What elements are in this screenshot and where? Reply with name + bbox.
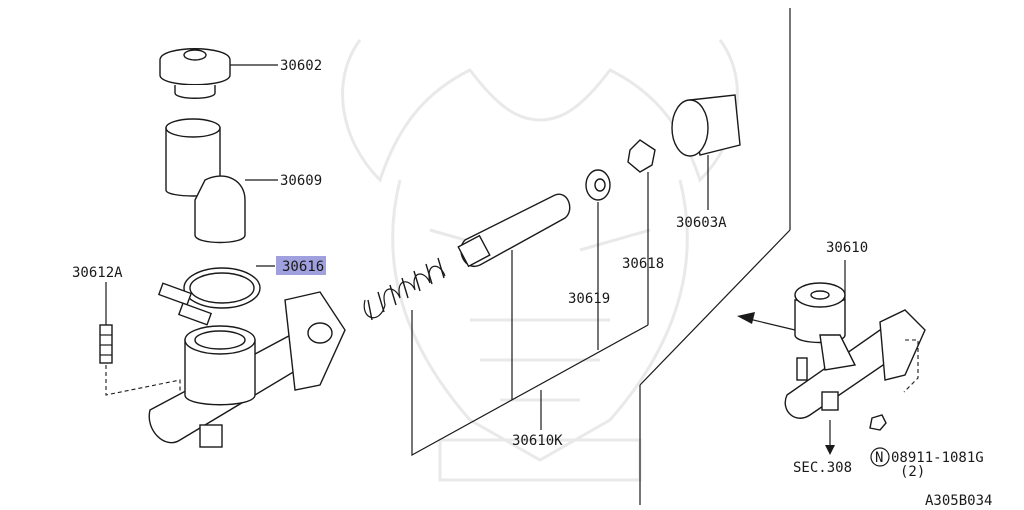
label-30618[interactable]: 30618 (622, 256, 664, 272)
label-30610K[interactable]: 30610K (512, 433, 563, 449)
part-30612A-bleeder[interactable] (99, 324, 113, 364)
label-30610[interactable]: 30610 (826, 240, 868, 256)
part-30602-cap[interactable] (159, 48, 231, 99)
label-sec308[interactable]: SEC.308 (793, 460, 852, 476)
direction-arrowhead (737, 312, 755, 324)
part-piston[interactable] (457, 193, 571, 268)
part-30618-snap-ring[interactable] (627, 139, 656, 173)
label-30602[interactable]: 30602 (280, 58, 322, 74)
part-30616-ring[interactable] (183, 267, 261, 309)
part-master-cylinder-body[interactable] (148, 291, 346, 448)
part-30610-assembly[interactable] (784, 282, 926, 419)
part-30619-cup-seal[interactable] (585, 169, 611, 201)
sec308-arrowhead (825, 445, 835, 455)
leader-30610-dashed (903, 339, 919, 393)
part-08911-nut[interactable] (869, 414, 887, 431)
divider-diagonal-line (639, 229, 791, 386)
part-30609-reservoir[interactable] (165, 118, 246, 244)
part-return-spring[interactable] (363, 257, 446, 321)
part-mount-bolts[interactable] (157, 282, 213, 326)
label-30609[interactable]: 30609 (280, 173, 322, 189)
label-30619[interactable]: 30619 (568, 291, 610, 307)
label-08911-1081G[interactable]: 08911-1081G (891, 450, 984, 466)
part-30603A-boot[interactable] (671, 94, 741, 157)
figure-code: A305B034 (925, 493, 992, 509)
label-08911-qty: (2) (900, 464, 925, 480)
label-30603A[interactable]: 30603A (676, 215, 727, 231)
direction-arrow-line (744, 317, 796, 331)
highlight-30616 (276, 256, 326, 275)
leader-30612A-dashed (105, 365, 181, 396)
label-30616[interactable]: 30616 (282, 259, 324, 275)
leader-30610K-bracket (411, 310, 649, 457)
nut-symbol-letter: N (875, 450, 883, 466)
nut-symbol-circle (870, 447, 890, 467)
label-30612A[interactable]: 30612A (72, 265, 123, 281)
